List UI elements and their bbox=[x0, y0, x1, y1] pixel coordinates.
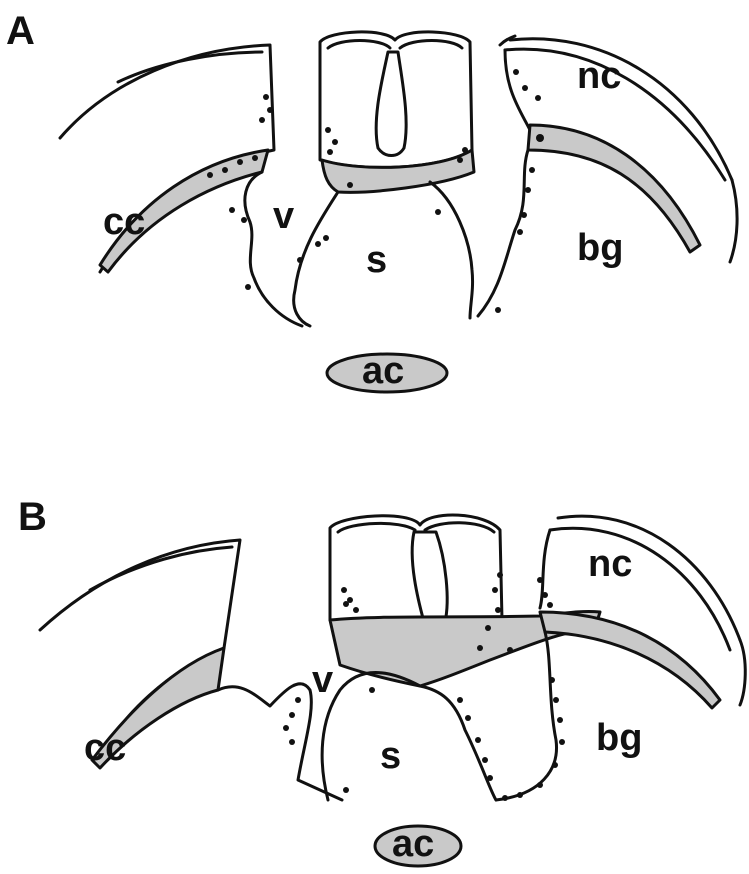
panel-b-label-s: s bbox=[380, 735, 401, 777]
panel-a-letter: A bbox=[6, 9, 35, 53]
panel-a-label-s: s bbox=[366, 239, 387, 281]
panel-b-right-bg-outer bbox=[740, 640, 745, 705]
panel-b-right-cc bbox=[540, 612, 720, 708]
panel-a-label-cc: cc bbox=[103, 201, 145, 243]
panel-b-label-ac: ac bbox=[392, 823, 434, 865]
panel-b-label-nc: nc bbox=[588, 543, 632, 585]
panel-a-label-bg: bg bbox=[577, 227, 623, 269]
panel-a-label-ac: ac bbox=[362, 350, 404, 392]
panel-b-letter: B bbox=[18, 495, 47, 539]
panel-a-label-nc: nc bbox=[577, 55, 621, 97]
panel-b-label-v: v bbox=[312, 659, 333, 701]
panel-b-septal-nucleus bbox=[322, 673, 496, 800]
panel-a: A bbox=[6, 9, 737, 392]
panel-b: B bbox=[18, 495, 745, 866]
panel-a-right-bg-outer bbox=[730, 180, 737, 262]
panel-b-label-cc: cc bbox=[84, 727, 126, 769]
panel-b-right-bg-wall bbox=[496, 632, 557, 800]
panel-b-label-bg: bg bbox=[596, 717, 642, 759]
panel-a-label-v: v bbox=[273, 195, 294, 237]
panel-b-left-cortex-inner bbox=[90, 547, 232, 590]
